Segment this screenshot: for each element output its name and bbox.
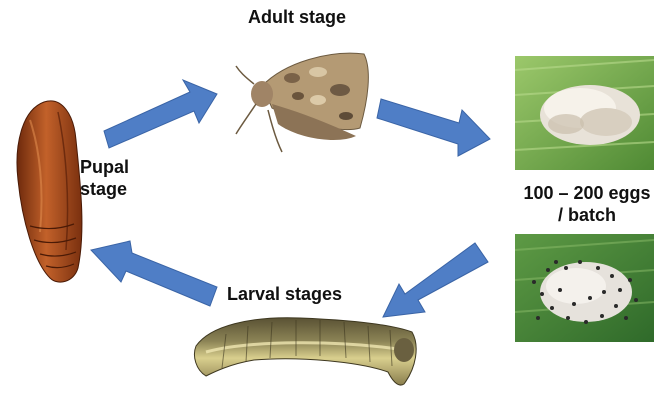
- adult-stage-label: Adult stage: [248, 6, 346, 28]
- arrow-larva-to-pupa: [91, 241, 217, 306]
- arrow-adult-to-eggs: [377, 99, 490, 156]
- pupal-stage-label: Pupal stage: [80, 156, 150, 200]
- larval-stages-label: Larval stages: [227, 283, 342, 305]
- egg-mass-image: [515, 56, 654, 170]
- eggs-label-line1: 100 – 200 eggs: [507, 182, 654, 204]
- larva-image: [194, 318, 416, 385]
- eggs-per-batch-label: 100 – 200 eggs / batch: [507, 182, 654, 226]
- eggs-label-line2: / batch: [507, 204, 654, 226]
- pupa-image: [17, 101, 82, 282]
- arrow-eggs-to-larva: [383, 243, 488, 317]
- pupal-stage-label-line1: Pupal: [80, 157, 129, 177]
- moth-image: [236, 53, 368, 152]
- pupal-stage-label-line2: stage: [80, 179, 127, 199]
- hatching-eggs-image: [515, 234, 654, 342]
- arrow-pupa-to-adult: [104, 80, 217, 148]
